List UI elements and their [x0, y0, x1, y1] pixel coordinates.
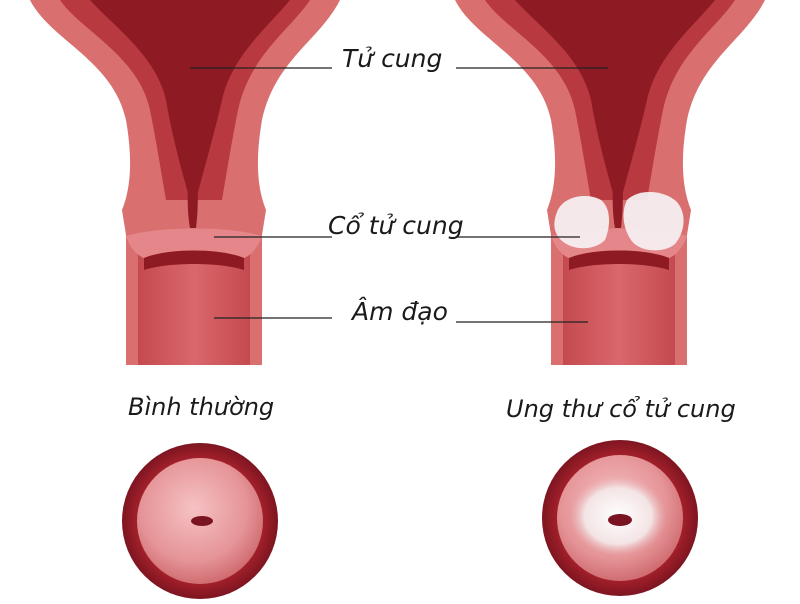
normal-cervix-os [191, 516, 213, 526]
normal-vagina-fornix [144, 250, 244, 270]
cancer-cervical-canal [612, 150, 623, 228]
cancer-cervix-os [608, 514, 632, 526]
cancer-uterine-cavity [515, 0, 715, 200]
cancer-vagina-fornix [569, 250, 669, 270]
cancer-cervix-view [542, 440, 698, 596]
caption-cancer: Ung thư cổ tử cung [506, 395, 736, 423]
cancer-lesion-left [554, 196, 610, 249]
normal-cervix-bulb [126, 228, 262, 258]
label-cervix: Cổ tử cung [328, 211, 464, 240]
label-uterus: Tử cung [342, 44, 443, 73]
label-vagina: Âm đạo [352, 297, 448, 326]
cancer-vagina-inner [563, 238, 675, 365]
normal-cervix-view [122, 443, 278, 599]
normal-anatomy [30, 0, 340, 365]
normal-uterine-cavity [90, 0, 290, 200]
caption-normal: Bình thường [128, 393, 275, 421]
cancer-anatomy [455, 0, 765, 365]
normal-cervical-canal [187, 150, 198, 228]
leader-lines [190, 67, 608, 323]
normal-vagina-inner [138, 238, 250, 365]
cancer-lesion-right [623, 191, 684, 251]
